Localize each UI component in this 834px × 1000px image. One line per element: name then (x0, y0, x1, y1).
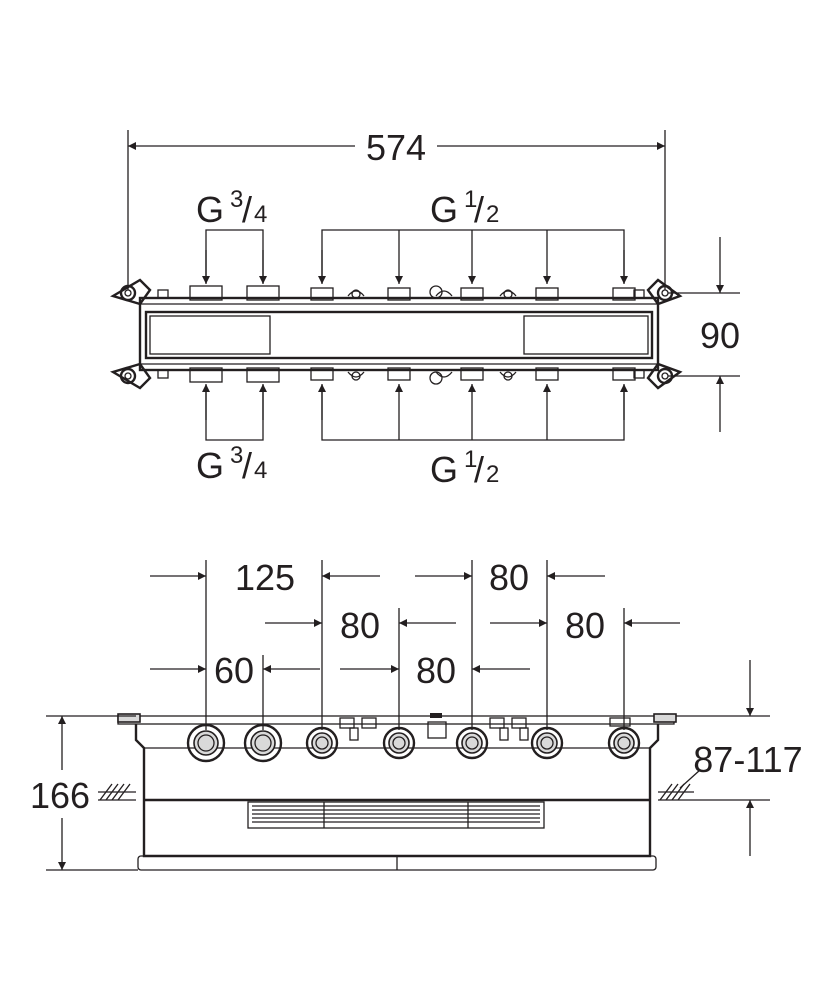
dim-166-label: 166 (30, 775, 90, 816)
g34-top-slash: / (242, 189, 252, 230)
dimension-87-117: 87-117 (676, 660, 803, 856)
label-g12-top: G 1 / 2 (430, 186, 499, 230)
dim-125-label: 125 (235, 557, 295, 598)
g34-top-num: 3 (230, 186, 243, 213)
g34-top-den: 4 (254, 201, 267, 228)
label-g12-bottom: G 1 / 2 (430, 446, 499, 490)
g12-top-slash: / (474, 189, 484, 230)
g12-bottom-prefix: G (430, 449, 458, 490)
box-top-view (110, 278, 683, 390)
g34-top-prefix: G (196, 189, 224, 230)
box-front-view (98, 713, 694, 871)
dim-80-a-label: 80 (489, 557, 529, 598)
g12-bottom-num: 1 (464, 446, 477, 473)
dim-87-117-label: 87-117 (693, 739, 802, 780)
dim-60-label: 60 (214, 650, 254, 691)
g34-bottom-slash: / (242, 445, 252, 486)
dim-574-label: 574 (366, 127, 426, 168)
dim-80-c-label: 80 (565, 605, 605, 646)
label-g34-bottom: G 3 / 4 (196, 442, 267, 486)
top-view: 574 G 3 / 4 G 1 / 2 (110, 127, 740, 490)
g34-bottom-den: 4 (254, 457, 267, 484)
dimension-574: 574 (127, 127, 666, 290)
g34-bottom-num: 3 (230, 442, 243, 469)
bracket-icons (110, 278, 683, 390)
front-view: 125 80 80 80 60 80 (30, 557, 803, 871)
dimension-90: 90 (668, 237, 740, 432)
top-leaders (202, 229, 628, 284)
g34-bottom-prefix: G (196, 445, 224, 486)
dim-80-d-label: 80 (416, 650, 456, 691)
boss-icons (347, 285, 517, 385)
g12-top-prefix: G (430, 189, 458, 230)
g12-bottom-slash: / (474, 449, 484, 490)
g12-top-num: 1 (464, 186, 477, 213)
dim-80-b-label: 80 (340, 605, 380, 646)
spacing-dimensions: 125 80 80 80 60 80 (150, 557, 680, 730)
grille (247, 801, 545, 829)
connector-icons (186, 723, 641, 763)
bottom-leaders (202, 384, 628, 441)
dim-90-label: 90 (700, 315, 740, 356)
wall-hatch (98, 783, 694, 801)
g12-top-den: 2 (486, 201, 499, 228)
g12-bottom-den: 2 (486, 461, 499, 488)
label-g34-top: G 3 / 4 (196, 186, 267, 230)
dimension-166: 166 (30, 715, 138, 871)
